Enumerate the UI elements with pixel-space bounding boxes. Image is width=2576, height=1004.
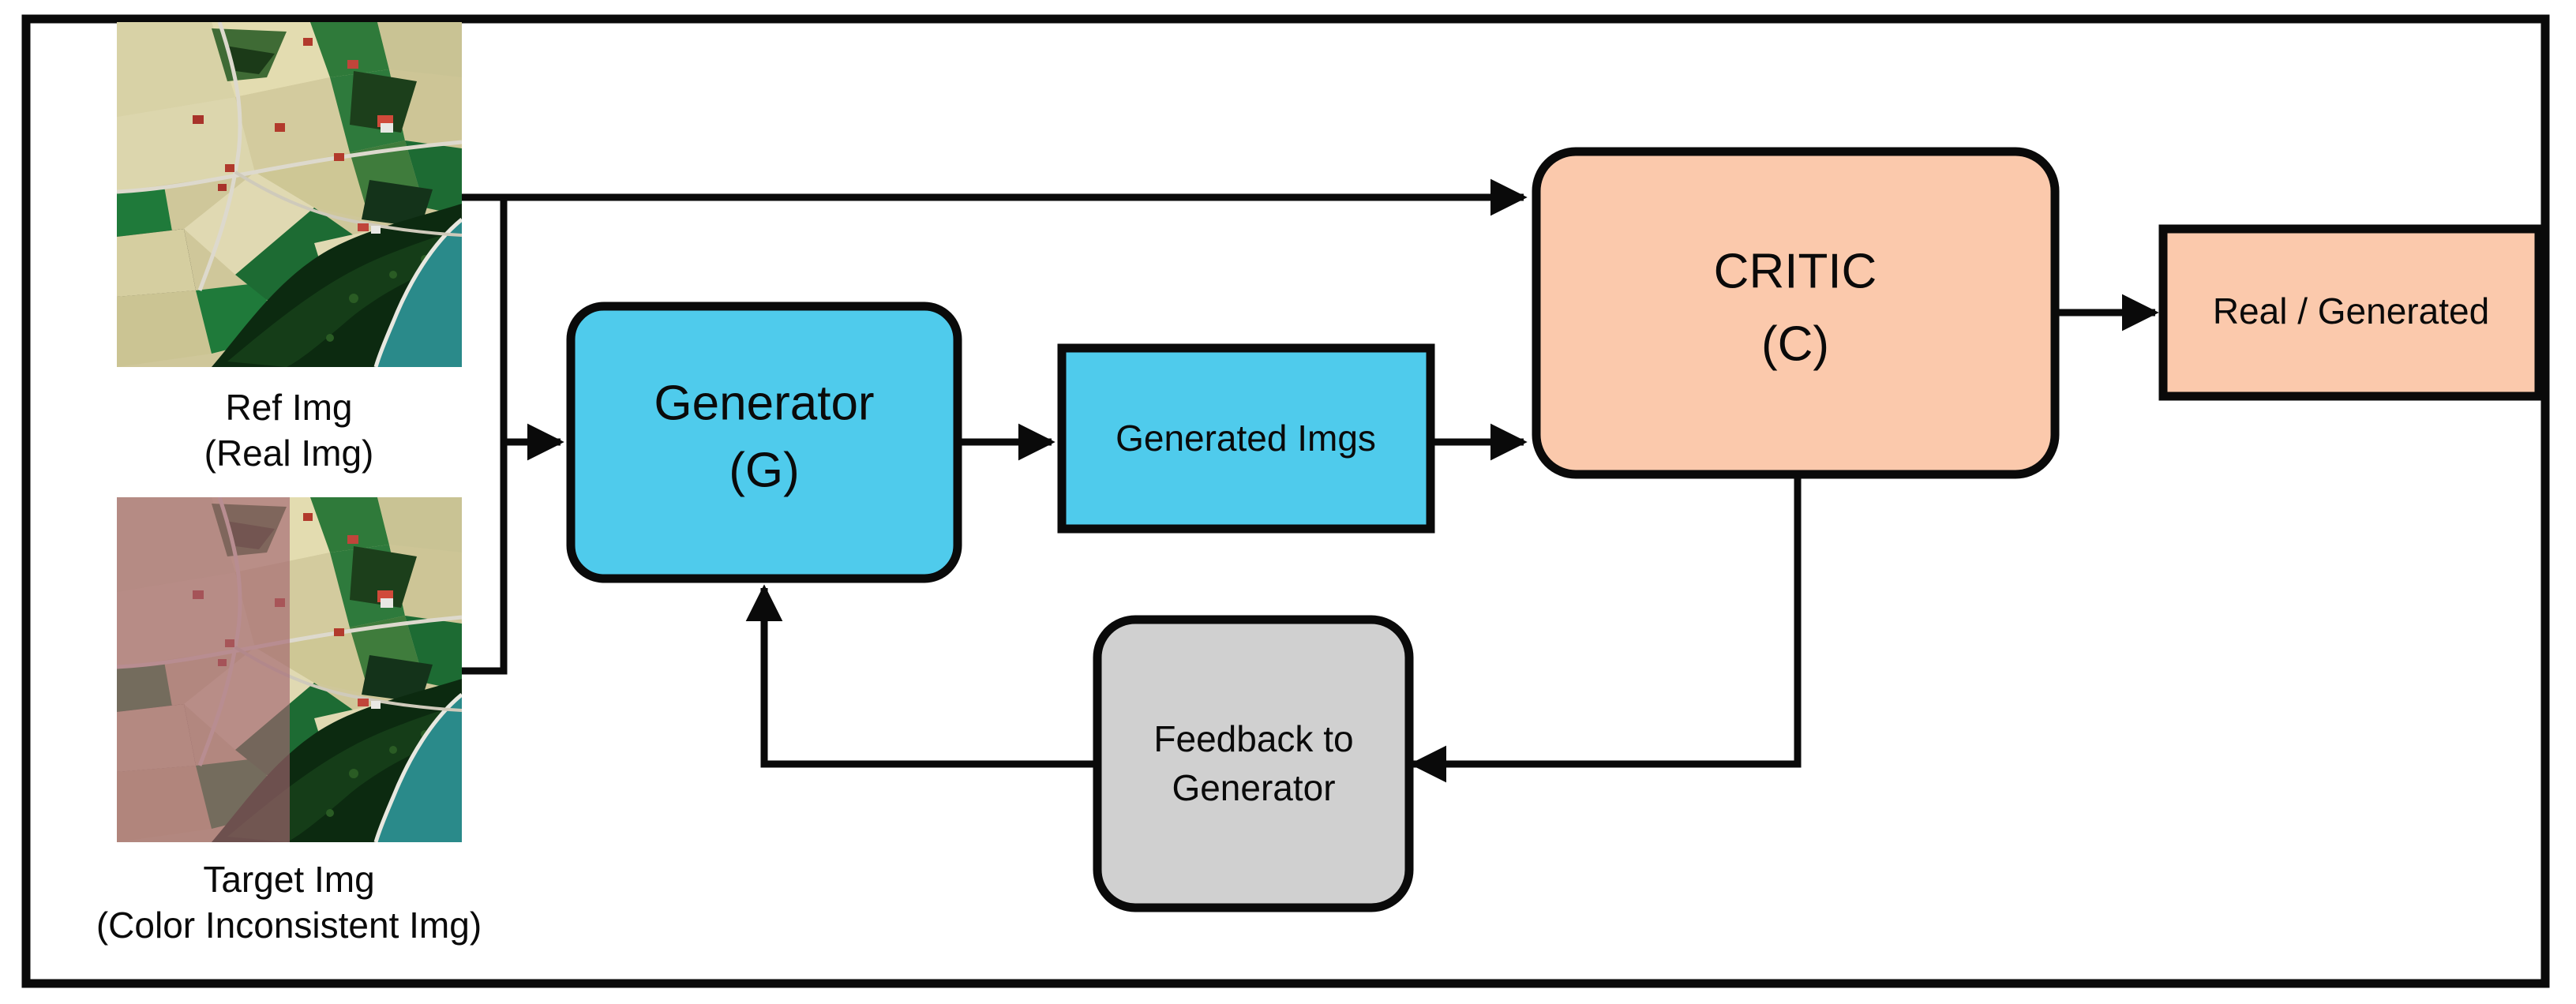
ref-image-caption-line2: (Real Img) [204, 433, 374, 474]
node-generated-imgs[interactable]: Generated Imgs [1057, 343, 1435, 534]
diagram-frame [21, 14, 2550, 988]
critic-label-line1: CRITIC [1714, 244, 1877, 298]
feedback-label-line1: Feedback to [1153, 718, 1353, 759]
real-generated-label: Real / Generated [2213, 290, 2489, 332]
node-real-generated[interactable]: Real / Generated [2158, 224, 2544, 401]
edge-target-to-rail [462, 442, 508, 675]
target-image-thumbnail [117, 497, 462, 842]
target-image-caption-line2: (Color Inconsistent Img) [96, 905, 482, 946]
edge-critic-to-feedback [1409, 474, 1802, 783]
critic-box[interactable] [1532, 147, 2060, 479]
generator-box[interactable] [566, 302, 962, 583]
critic-label-line2: (C) [1761, 317, 1829, 371]
generator-label-line1: Generator [654, 376, 874, 430]
node-generator[interactable]: Generator (G) [566, 302, 962, 583]
feedback-label-line2: Generator [1172, 767, 1335, 808]
ref-image-caption-line1: Ref Img [225, 387, 352, 428]
edge-feedback-to-generator [745, 584, 1093, 768]
ref-image-thumbnail [117, 22, 462, 367]
node-critic[interactable]: CRITIC (C) [1532, 147, 2060, 479]
node-feedback-to-generator[interactable]: Feedback to Generator [1093, 615, 1414, 912]
generated-imgs-box[interactable] [1057, 343, 1435, 534]
real-generated-box[interactable] [2158, 224, 2544, 401]
feedback-box[interactable] [1093, 615, 1414, 912]
generated-imgs-label: Generated Imgs [1116, 418, 1376, 459]
target-image-caption-line1: Target Img [203, 859, 374, 900]
generator-label-line2: (G) [729, 443, 800, 497]
